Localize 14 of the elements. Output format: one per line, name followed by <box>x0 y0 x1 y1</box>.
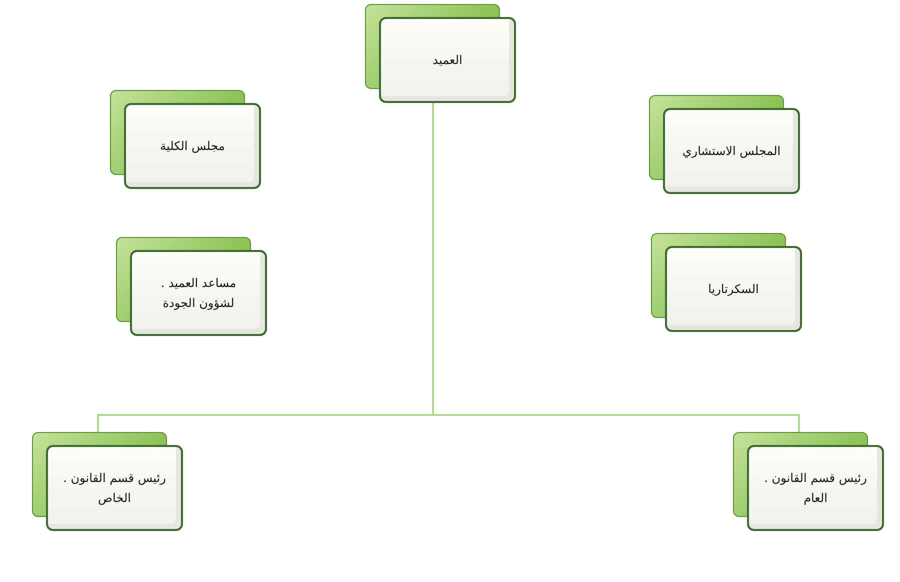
org-box <box>651 233 802 332</box>
org-box <box>365 4 516 103</box>
box-label: السكرتاريا <box>708 280 759 298</box>
org-box <box>110 90 261 189</box>
box-label: المجلس الاستشاري <box>682 142 781 160</box>
box-label: مساعد العميد . لشؤون الجودة <box>160 274 238 312</box>
box-label: مجلس الكلية <box>160 138 225 155</box>
org-box <box>32 432 183 531</box>
org-box <box>116 237 267 336</box>
box-label: العميد <box>432 52 462 69</box>
box-label: رئيس قسم القانون . الخاص <box>62 470 167 507</box>
box-label: رئيس قسم القانون . العام <box>763 470 868 507</box>
org-box <box>733 432 884 531</box>
org-box <box>649 95 800 194</box>
